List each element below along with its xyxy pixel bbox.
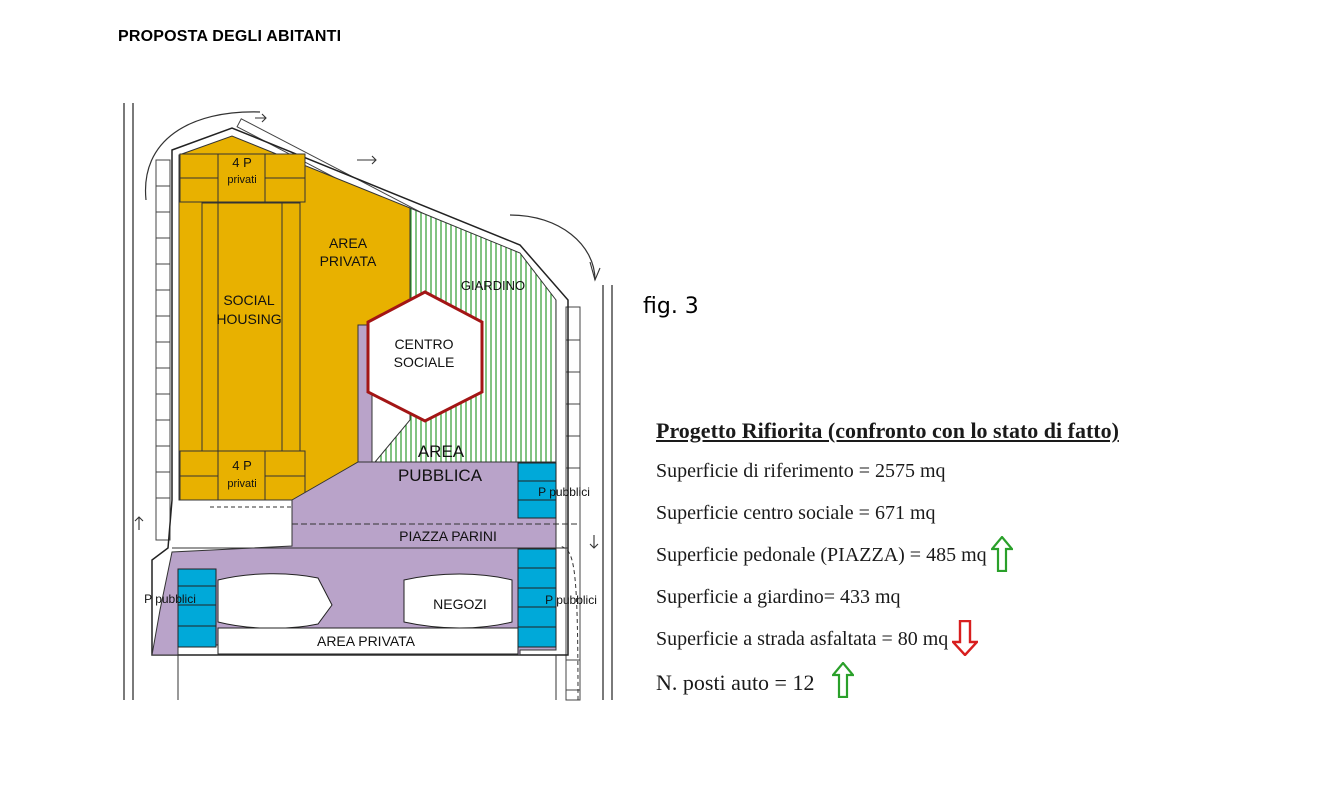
area-pubblica-label: AREA [418, 442, 465, 461]
public-parking-right [517, 548, 557, 648]
stats-panel: Progetto Rifiorita (confronto con lo sta… [656, 418, 1119, 712]
giardino-label: GIARDINO [461, 278, 525, 293]
centro-sociale [366, 290, 484, 423]
stat-row: N. posti auto = 12 [656, 661, 1119, 712]
social-housing-label: SOCIAL [223, 292, 275, 308]
parking-bottom-label: 4 P [232, 458, 252, 473]
private-area-strip [217, 627, 519, 655]
piazza-parini-label: PIAZZA PARINI [399, 528, 497, 544]
shop-left [217, 573, 333, 629]
p-pubblici-label: P pubblici [545, 593, 597, 607]
p-pubblici-label: P pubblici [144, 592, 196, 606]
stat-text: Superficie centro sociale = 671 mq [656, 502, 936, 524]
stat-text: Superficie pedonale (PIAZZA) = 485 mq [656, 544, 987, 566]
social-housing-label: HOUSING [216, 311, 281, 327]
stats-heading: Progetto Rifiorita (confronto con lo sta… [656, 418, 1119, 443]
area-pubblica-label: PUBBLICA [398, 466, 483, 485]
road-curve [144, 111, 261, 201]
stat-row: Superficie a strada asfaltata = 80 mq [656, 619, 1119, 670]
negozi-label: NEGOZI [433, 596, 487, 612]
stat-text: Superficie a giardino= 433 mq [656, 586, 901, 608]
stat-row: Superficie centro sociale = 671 mq [656, 502, 1119, 544]
public-parking-left [177, 568, 217, 648]
area-privata-label: PRIVATA [320, 253, 377, 269]
trend-up-icon [831, 661, 856, 704]
stat-row: Superficie pedonale (PIAZZA) = 485 mq [656, 535, 1119, 586]
area-privata-label: AREA [329, 235, 368, 251]
stat-text: Superficie di riferimento = 2575 mq [656, 460, 946, 482]
figure-label: fig. 3 [643, 294, 699, 319]
p-pubblici-label: P pubblici [538, 485, 590, 499]
site-plan: 4 P privati AREA PRIVATA SOCIAL HOUSING … [123, 103, 613, 701]
road-curve [509, 214, 596, 281]
stat-row: Superficie di riferimento = 2575 mq [656, 460, 1119, 502]
stat-row: Superficie a giardino= 433 mq [656, 586, 1119, 628]
stat-text: Superficie a strada asfaltata = 80 mq [656, 628, 949, 650]
left-stalls [155, 159, 171, 541]
shop-right [403, 573, 513, 629]
parking-top-label: privati [227, 174, 256, 186]
parking-top-label: 4 P [232, 155, 252, 170]
trend-up-icon [989, 535, 1014, 578]
centro-sociale-label: SOCIALE [394, 354, 455, 370]
area-privata-bottom-label: AREA PRIVATA [317, 633, 416, 649]
page-title: PROPOSTA DEGLI ABITANTI [118, 28, 342, 45]
parking-bottom-label: privati [227, 478, 256, 490]
public-parking-upper [517, 462, 557, 519]
centro-sociale-label: CENTRO [394, 336, 453, 352]
stat-text: N. posti auto = 12 [656, 670, 815, 695]
trend-down-icon [950, 619, 981, 662]
direction-arrows [134, 113, 601, 549]
